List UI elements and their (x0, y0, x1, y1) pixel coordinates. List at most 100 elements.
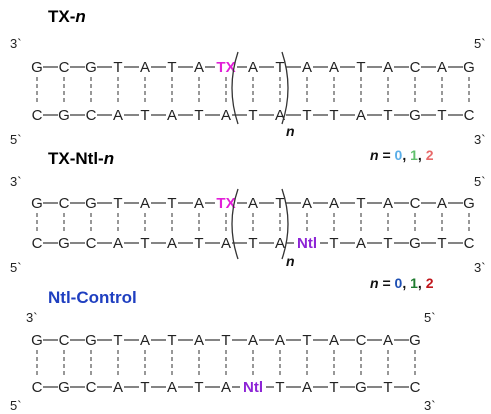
bottom-strand-nucleotide: T (140, 235, 149, 252)
bottom-strand-nucleotide: A (221, 107, 231, 124)
strand-end-top-left: 3` (26, 310, 38, 325)
bottom-strand-nucleotide: A (221, 235, 231, 252)
top-strand-nucleotide: T (275, 59, 284, 76)
strand-end-top-left: 3` (10, 36, 22, 51)
top-strand-nucleotide: A (194, 195, 204, 212)
top-strand-nucleotide: A (437, 195, 447, 212)
top-strand-nucleotide: A (248, 195, 258, 212)
strand-end-bottom-left: 5` (10, 260, 22, 275)
ntl-modified-base: Ntl (297, 235, 317, 252)
top-strand-nucleotide: T (221, 332, 230, 349)
bottom-strand-nucleotide: T (329, 107, 338, 124)
bottom-strand-nucleotide: T (194, 379, 203, 396)
top-strand-nucleotide: A (383, 195, 393, 212)
bottom-strand-nucleotide: T (437, 235, 446, 252)
top-strand-nucleotide: C (410, 59, 421, 76)
top-strand-nucleotide: G (409, 332, 421, 349)
top-strand-nucleotide: G (85, 195, 97, 212)
top-strand-nucleotide: A (194, 59, 204, 76)
bottom-strand-nucleotide: C (410, 379, 421, 396)
bottom-strand-nucleotide: T (194, 107, 203, 124)
bottom-strand-nucleotide: G (409, 107, 421, 124)
top-strand-nucleotide: T (167, 332, 176, 349)
top-strand-nucleotide: C (59, 195, 70, 212)
strand-end-bottom-right: 3` (474, 132, 486, 147)
bottom-strand-nucleotide: C (86, 235, 97, 252)
strand-end-top-right: 5` (424, 310, 436, 325)
top-strand-nucleotide: T (302, 332, 311, 349)
bottom-strand-nucleotide: C (464, 107, 475, 124)
bottom-strand-nucleotide: C (86, 107, 97, 124)
top-strand-nucleotide: C (59, 332, 70, 349)
bottom-strand-nucleotide: G (58, 235, 70, 252)
top-strand-nucleotide: C (356, 332, 367, 349)
bottom-strand-nucleotide: T (275, 379, 284, 396)
strand-end-top-right: 5` (474, 174, 486, 189)
top-strand-nucleotide: A (140, 332, 150, 349)
bottom-strand-nucleotide: C (32, 379, 43, 396)
bottom-strand-nucleotide: T (437, 107, 446, 124)
top-strand-nucleotide: A (329, 59, 339, 76)
bottom-strand-nucleotide: G (58, 107, 70, 124)
panel-title-tx-ntl-n: TX-Ntl-n (48, 149, 114, 168)
top-strand-nucleotide: A (302, 195, 312, 212)
repeat-bracket-left (231, 51, 239, 125)
tx-modified-base: TX (216, 59, 235, 76)
bottom-strand-nucleotide: A (275, 235, 285, 252)
bottom-strand-nucleotide: A (167, 107, 177, 124)
bottom-strand-nucleotide: G (355, 379, 367, 396)
top-strand-nucleotide: A (275, 332, 285, 349)
ntl-modified-base: Ntl (243, 379, 263, 396)
top-strand-nucleotide: C (410, 195, 421, 212)
top-strand-nucleotide: G (85, 59, 97, 76)
bottom-strand-nucleotide: A (275, 107, 285, 124)
top-strand-nucleotide: A (302, 59, 312, 76)
panel-title-tx-n: TX-n (48, 7, 86, 26)
bottom-strand-nucleotide: A (356, 235, 366, 252)
bottom-strand-nucleotide: T (383, 235, 392, 252)
repeat-count-label: n (286, 123, 295, 139)
top-strand-nucleotide: T (167, 195, 176, 212)
n-values-legend-2: n = 0, 1, 2 (370, 275, 434, 291)
repeat-bracket-left (231, 188, 239, 260)
panel-title-ntl-control: Ntl-Control (48, 288, 137, 307)
bottom-strand-nucleotide: G (58, 379, 70, 396)
bottom-strand-nucleotide: A (113, 107, 123, 124)
top-strand-nucleotide: G (31, 195, 43, 212)
top-strand-nucleotide: T (356, 59, 365, 76)
top-strand-nucleotide: G (463, 59, 475, 76)
bottom-strand-nucleotide: A (356, 107, 366, 124)
strand-end-top-left: 3` (10, 174, 22, 189)
bottom-strand-nucleotide: T (140, 379, 149, 396)
bottom-strand-nucleotide: T (383, 107, 392, 124)
repeat-bracket-right (281, 51, 289, 125)
bottom-strand-nucleotide: T (383, 379, 392, 396)
strand-end-top-right: 5` (474, 36, 486, 51)
top-strand-nucleotide: G (31, 332, 43, 349)
n-values-legend-1: n = 0, 1, 2 (370, 147, 434, 163)
strand-end-bottom-left: 5` (10, 398, 22, 413)
repeat-count-label: n (286, 253, 295, 269)
top-strand-nucleotide: C (59, 59, 70, 76)
top-strand-nucleotide: T (113, 195, 122, 212)
top-strand-nucleotide: A (194, 332, 204, 349)
top-strand-nucleotide: G (463, 195, 475, 212)
bottom-strand-nucleotide: T (302, 107, 311, 124)
strand-end-bottom-right: 3` (474, 260, 486, 275)
bottom-strand-nucleotide: T (329, 379, 338, 396)
bottom-strand-nucleotide: T (329, 235, 338, 252)
top-strand-nucleotide: T (275, 195, 284, 212)
bottom-strand-nucleotide: T (194, 235, 203, 252)
top-strand-nucleotide: T (356, 195, 365, 212)
strand-end-bottom-left: 5` (10, 132, 22, 147)
bottom-strand-nucleotide: C (32, 107, 43, 124)
top-strand-nucleotide: A (248, 59, 258, 76)
bottom-strand-nucleotide: T (248, 235, 257, 252)
